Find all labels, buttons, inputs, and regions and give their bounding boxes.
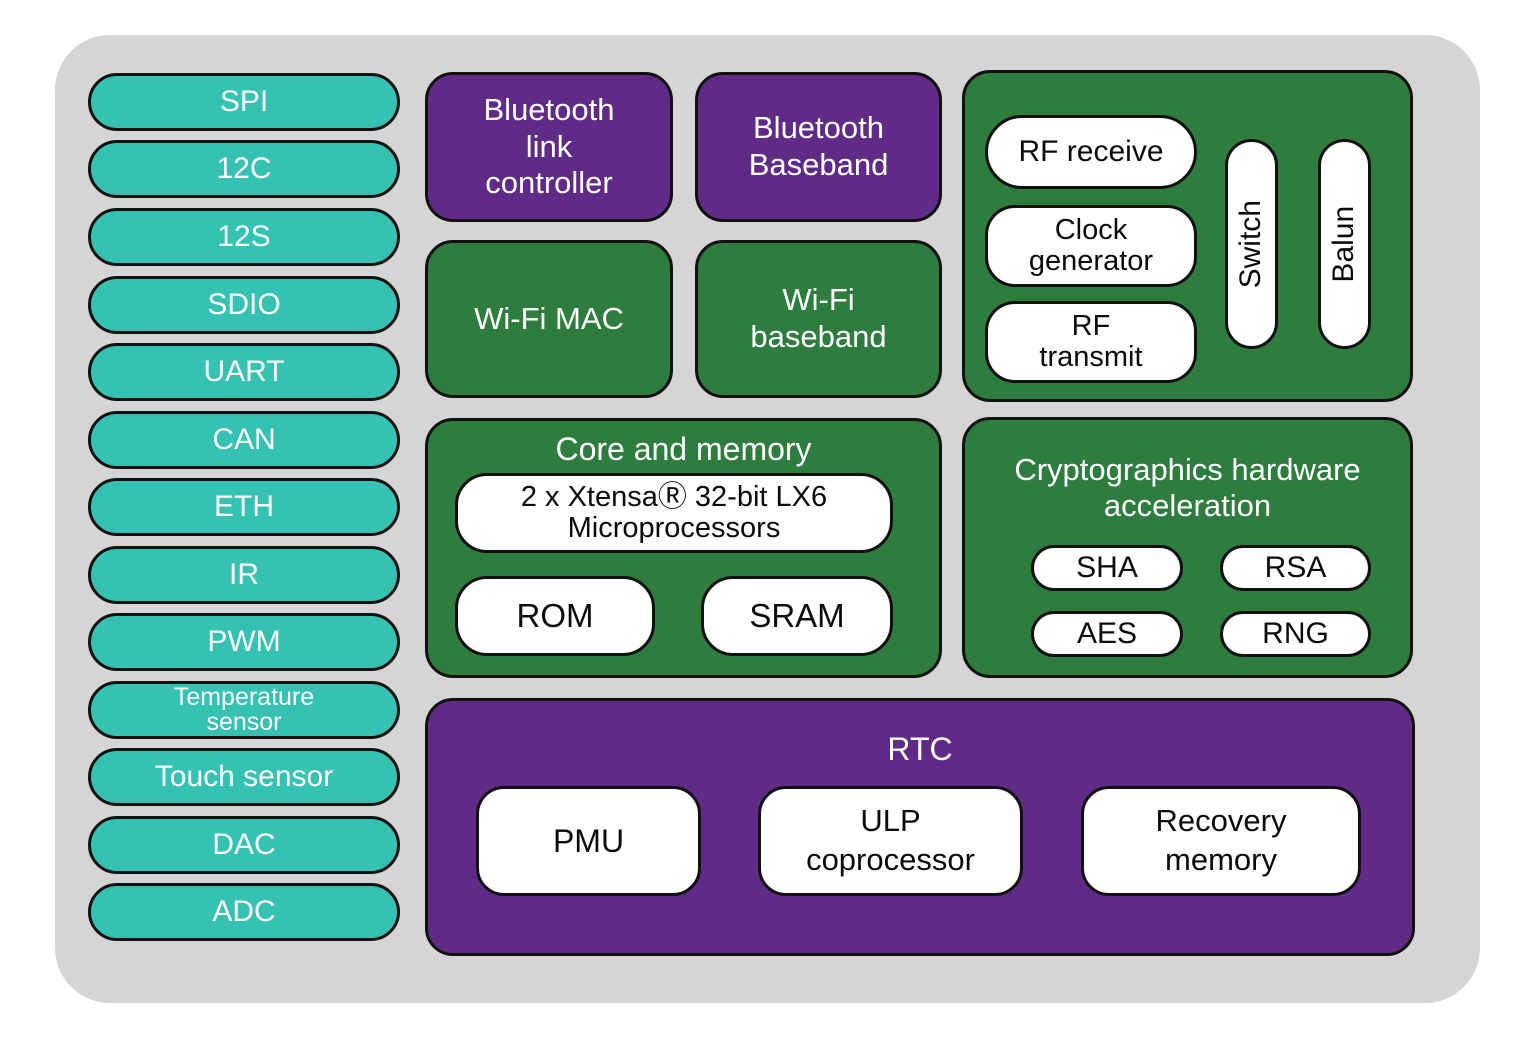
balun-label: Balun <box>1327 205 1361 283</box>
balun-pill: Balun <box>1318 139 1371 349</box>
peripheral-pill-eth: ETH <box>88 478 400 536</box>
sram-pill: SRAM <box>701 576 893 656</box>
peripheral-pill-adc: ADC <box>88 883 400 941</box>
bluetooth-link-controller-label: Bluetooth link controller <box>483 92 615 201</box>
peripheral-pill-pwm: PWM <box>88 613 400 671</box>
rtc-title: RTC <box>887 731 953 767</box>
clock-generator-pill: Clock generator <box>985 205 1197 287</box>
recovery-memory-pill: Recovery memory <box>1081 786 1361 896</box>
bluetooth-link-controller-block: Bluetooth link controller <box>425 72 673 222</box>
peripheral-pill-uart: UART <box>88 343 400 401</box>
peripheral-pill-sdio: SDIO <box>88 276 400 334</box>
core-and-memory-block: Core and memory 2 x XtensaⓇ 32-bit LX6 M… <box>425 418 942 678</box>
peripheral-pill-ir: IR <box>88 546 400 604</box>
core-and-memory-title: Core and memory <box>555 431 812 467</box>
xtensa-processors-pill: 2 x XtensaⓇ 32-bit LX6 Microprocessors <box>455 473 893 553</box>
rtc-block: RTC PMU ULP coprocessor Recovery memory <box>425 698 1415 956</box>
rf-receive-pill: RF receive <box>985 115 1197 189</box>
peripheral-pill-12c: 12C <box>88 140 400 198</box>
sha-pill: SHA <box>1031 545 1183 591</box>
wifi-baseband-block: Wi-Fi baseband <box>695 240 942 398</box>
bluetooth-baseband-block: Bluetooth Baseband <box>695 72 942 222</box>
wifi-baseband-label: Wi-Fi baseband <box>750 282 887 354</box>
ulp-coprocessor-pill: ULP coprocessor <box>758 786 1023 896</box>
crypto-acceleration-title: Cryptographics hardware acceleration <box>1014 452 1361 523</box>
rng-pill: RNG <box>1220 611 1371 657</box>
switch-pill: Switch <box>1225 139 1278 349</box>
peripheral-pill-touch-sensor: Touch sensor <box>88 748 400 806</box>
peripheral-pill-temperature-sensor: Temperature sensor <box>88 681 400 739</box>
peripheral-pill-spi: SPI <box>88 73 400 131</box>
crypto-acceleration-block: Cryptographics hardware acceleration SHA… <box>962 417 1413 678</box>
pmu-pill: PMU <box>476 786 701 896</box>
rf-block: RF receive Clock generator RF transmit S… <box>962 70 1413 402</box>
peripheral-pill-dac: DAC <box>88 816 400 874</box>
aes-pill: AES <box>1031 611 1183 657</box>
peripheral-pill-can: CAN <box>88 411 400 469</box>
rom-pill: ROM <box>455 576 655 656</box>
switch-label: Switch <box>1234 199 1268 289</box>
rf-transmit-pill: RF transmit <box>985 301 1197 383</box>
rsa-pill: RSA <box>1220 545 1371 591</box>
wifi-mac-label: Wi-Fi MAC <box>474 300 624 336</box>
peripheral-pill-12s: 12S <box>88 208 400 266</box>
bluetooth-baseband-label: Bluetooth Baseband <box>748 110 889 182</box>
wifi-mac-block: Wi-Fi MAC <box>425 240 673 398</box>
